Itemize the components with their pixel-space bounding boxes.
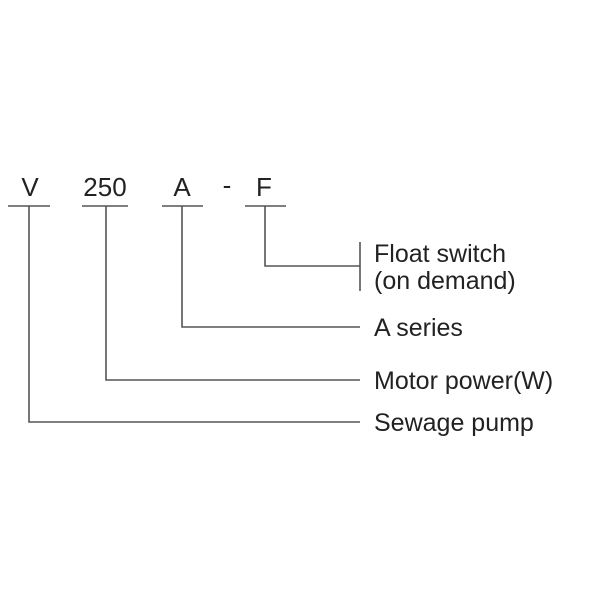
code-segment-v: V [21, 172, 39, 202]
label-a-series: A series [374, 314, 463, 342]
connector-float-switch [264, 206, 360, 267]
code-separator: - [223, 170, 232, 200]
label-on-demand: (on demand) [374, 267, 516, 295]
label-sewage-pump: Sewage pump [374, 409, 534, 437]
connector-sewage-pump [28, 206, 360, 423]
code-segment-a: A [173, 172, 191, 202]
connector-motor-power [105, 206, 360, 381]
label-float-switch: Float switch [374, 240, 506, 268]
code-segment-f: F [256, 172, 272, 202]
label-motor-power: Motor power(W) [374, 367, 553, 395]
code-segment-250: 250 [83, 172, 126, 202]
connector-a-series [181, 206, 360, 328]
